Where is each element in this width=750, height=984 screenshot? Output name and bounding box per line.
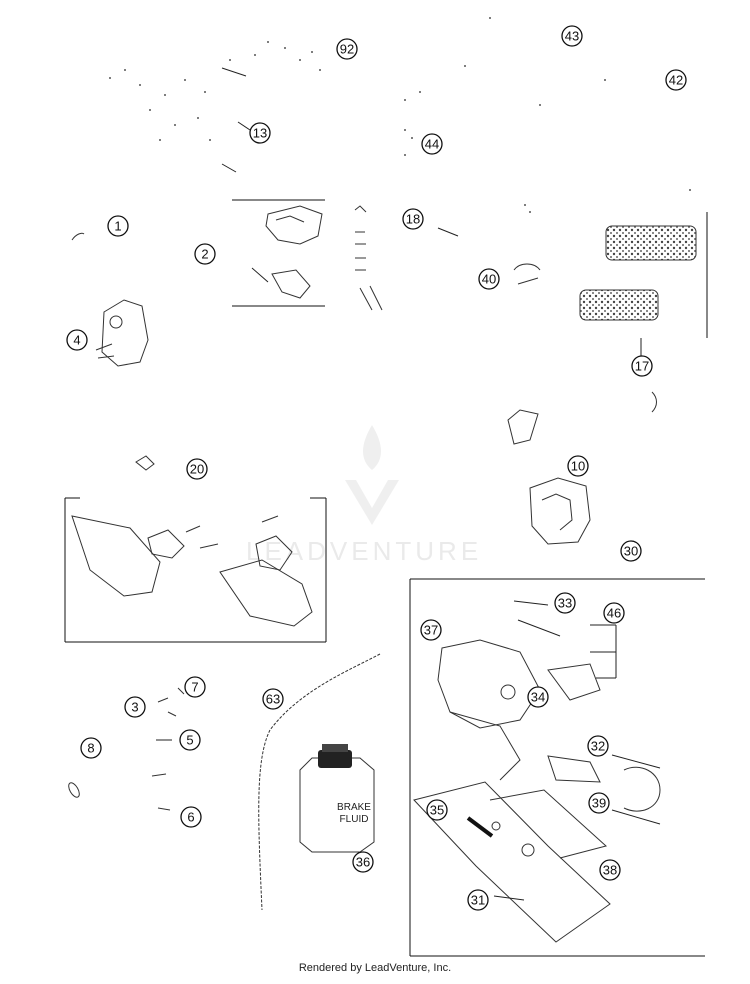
svg-text:13: 13 — [253, 126, 267, 141]
svg-text:3: 3 — [131, 700, 138, 715]
part-10-cover — [507, 409, 591, 545]
brake-hose-63 — [258, 653, 381, 911]
part-1 — [71, 232, 85, 241]
callout-13[interactable]: 13 — [249, 122, 271, 144]
svg-text:36: 36 — [356, 855, 370, 870]
watermark-text: LEADVENTURE — [246, 536, 482, 566]
callout-4[interactable]: 4 — [66, 329, 88, 351]
callout-38[interactable]: 38 — [599, 859, 621, 881]
brake-fluid-bottle-36: BRAKE FLUID — [299, 744, 375, 853]
callout-2[interactable]: 2 — [194, 243, 216, 265]
callout-10[interactable]: 10 — [567, 455, 589, 477]
callout-33[interactable]: 33 — [554, 592, 576, 614]
svg-text:4: 4 — [73, 333, 80, 348]
svg-text:6: 6 — [187, 810, 194, 825]
svg-text:30: 30 — [624, 544, 638, 559]
svg-text:34: 34 — [531, 690, 545, 705]
callout-5[interactable]: 5 — [179, 729, 201, 751]
callout-6[interactable]: 6 — [180, 806, 202, 828]
svg-text:40: 40 — [482, 272, 496, 287]
callout-32[interactable]: 32 — [587, 735, 609, 757]
bottle-label-line1: BRAKE — [337, 802, 371, 813]
part-4-switch — [95, 299, 149, 367]
parts-box-20 — [64, 455, 327, 643]
callout-34[interactable]: 34 — [527, 686, 549, 708]
callout-35[interactable]: 35 — [426, 799, 448, 821]
callout-43[interactable]: 43 — [561, 25, 583, 47]
svg-text:42: 42 — [669, 73, 683, 88]
callout-63[interactable]: 63 — [262, 688, 284, 710]
callout-18[interactable]: 18 — [402, 208, 424, 230]
svg-text:20: 20 — [190, 462, 204, 477]
svg-text:43: 43 — [565, 29, 579, 44]
svg-text:7: 7 — [191, 680, 198, 695]
callout-8[interactable]: 8 — [80, 737, 102, 759]
callout-3[interactable]: 3 — [124, 696, 146, 718]
callout-39[interactable]: 39 — [588, 792, 610, 814]
svg-text:38: 38 — [603, 863, 617, 878]
parts-group-43 — [404, 17, 691, 213]
callout-36[interactable]: 36 — [352, 851, 374, 873]
watermark-logo: LEADVENTURE — [246, 425, 482, 566]
callout-7[interactable]: 7 — [184, 676, 206, 698]
svg-text:46: 46 — [607, 606, 621, 621]
svg-text:2: 2 — [201, 247, 208, 262]
svg-text:35: 35 — [430, 803, 444, 818]
parts-box-30 — [409, 578, 705, 957]
parts-small-left — [68, 687, 185, 811]
callout-40[interactable]: 40 — [478, 268, 500, 290]
svg-text:63: 63 — [266, 692, 280, 707]
svg-text:37: 37 — [424, 623, 438, 638]
callout-44[interactable]: 44 — [421, 133, 443, 155]
callout-1[interactable]: 1 — [107, 215, 129, 237]
parts-group-92 — [109, 41, 321, 141]
svg-text:31: 31 — [471, 893, 485, 908]
svg-text:8: 8 — [87, 741, 94, 756]
parts-box-2 — [232, 199, 325, 307]
svg-text:33: 33 — [558, 596, 572, 611]
callout-17[interactable]: 17 — [631, 355, 653, 377]
callout-92[interactable]: 92 — [336, 38, 358, 60]
svg-text:44: 44 — [425, 137, 439, 152]
callout-37[interactable]: 37 — [420, 619, 442, 641]
svg-text:18: 18 — [406, 212, 420, 227]
svg-text:10: 10 — [571, 459, 585, 474]
parts-small-40 — [513, 263, 541, 285]
bottle-label-line2: FLUID — [340, 814, 369, 825]
svg-text:17: 17 — [635, 359, 649, 374]
callout-42[interactable]: 42 — [665, 69, 687, 91]
callout-46[interactable]: 46 — [603, 602, 625, 624]
parts-screws-18 — [354, 205, 459, 311]
svg-text:32: 32 — [591, 739, 605, 754]
callout-20[interactable]: 20 — [186, 458, 208, 480]
svg-text:5: 5 — [186, 733, 193, 748]
footer-credit: Rendered by LeadVenture, Inc. — [298, 962, 452, 974]
parts-grips-17 — [579, 212, 708, 413]
svg-text:92: 92 — [340, 42, 354, 57]
svg-text:39: 39 — [592, 796, 606, 811]
callout-31[interactable]: 31 — [467, 889, 489, 911]
callout-30[interactable]: 30 — [620, 540, 642, 562]
svg-text:1: 1 — [114, 219, 121, 234]
